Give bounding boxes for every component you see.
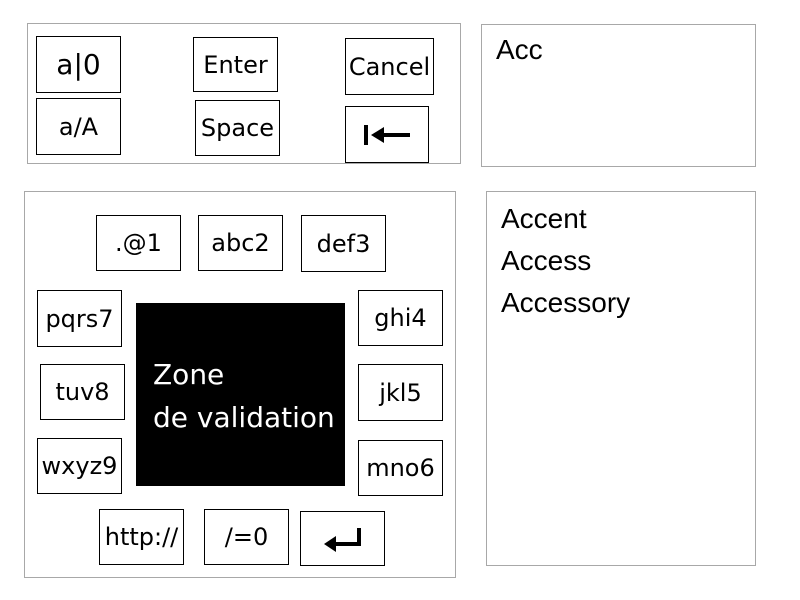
suggestion-item[interactable]: Accessory: [501, 287, 631, 318]
validation-zone-line2: de validation: [153, 401, 335, 434]
key-4-label: ghi4: [374, 304, 427, 332]
space-key[interactable]: Space: [195, 100, 280, 156]
key-3-label: def3: [316, 229, 371, 258]
mode-digits-key[interactable]: a|0: [36, 36, 121, 93]
suggestion-list: Accent Access Accessory: [501, 199, 630, 325]
key-0-label: /=0: [224, 523, 269, 551]
key-2-label: abc2: [211, 229, 270, 257]
key-http[interactable]: http://: [99, 509, 184, 565]
input-display-panel: [481, 24, 756, 167]
key-9-label: wxyz9: [41, 452, 118, 480]
suggestion-item[interactable]: Access: [501, 245, 592, 276]
mode-digits-label: a|0: [56, 48, 101, 81]
space-label: Space: [200, 114, 275, 142]
key-1[interactable]: .@1: [96, 215, 181, 271]
return-icon: [322, 526, 364, 552]
key-7-label: pqrs7: [45, 304, 114, 333]
key-9[interactable]: wxyz9: [37, 438, 122, 494]
key-0[interactable]: /=0: [204, 509, 289, 565]
key-6-label: mno6: [366, 454, 435, 482]
validation-zone-line1: Zone: [153, 358, 225, 391]
key-http-label: http://: [104, 523, 179, 551]
suggestions-panel: [486, 191, 756, 566]
key-8[interactable]: tuv8: [40, 364, 125, 420]
input-display-text: Acc: [496, 34, 543, 65]
key-2[interactable]: abc2: [198, 215, 283, 271]
suggestion-item[interactable]: Accent: [501, 203, 587, 234]
key-8-label: tuv8: [55, 378, 110, 406]
cancel-key[interactable]: Cancel: [345, 38, 434, 95]
key-5[interactable]: jkl5: [358, 364, 443, 421]
key-6[interactable]: mno6: [358, 440, 443, 496]
key-7[interactable]: pqrs7: [37, 290, 122, 347]
enter-key[interactable]: Enter: [193, 37, 278, 92]
cancel-label: Cancel: [348, 52, 431, 81]
return-key[interactable]: [300, 511, 385, 566]
enter-label: Enter: [203, 50, 268, 79]
key-5-label: jkl5: [379, 378, 422, 407]
backspace-icon: [362, 124, 412, 146]
validation-zone[interactable]: Zone de validation: [136, 303, 345, 486]
backspace-key[interactable]: [345, 106, 429, 163]
case-toggle-label: a/A: [58, 112, 99, 141]
case-toggle-key[interactable]: a/A: [36, 98, 121, 155]
key-3[interactable]: def3: [301, 215, 386, 272]
key-4[interactable]: ghi4: [358, 290, 443, 346]
key-1-label: .@1: [115, 229, 162, 257]
